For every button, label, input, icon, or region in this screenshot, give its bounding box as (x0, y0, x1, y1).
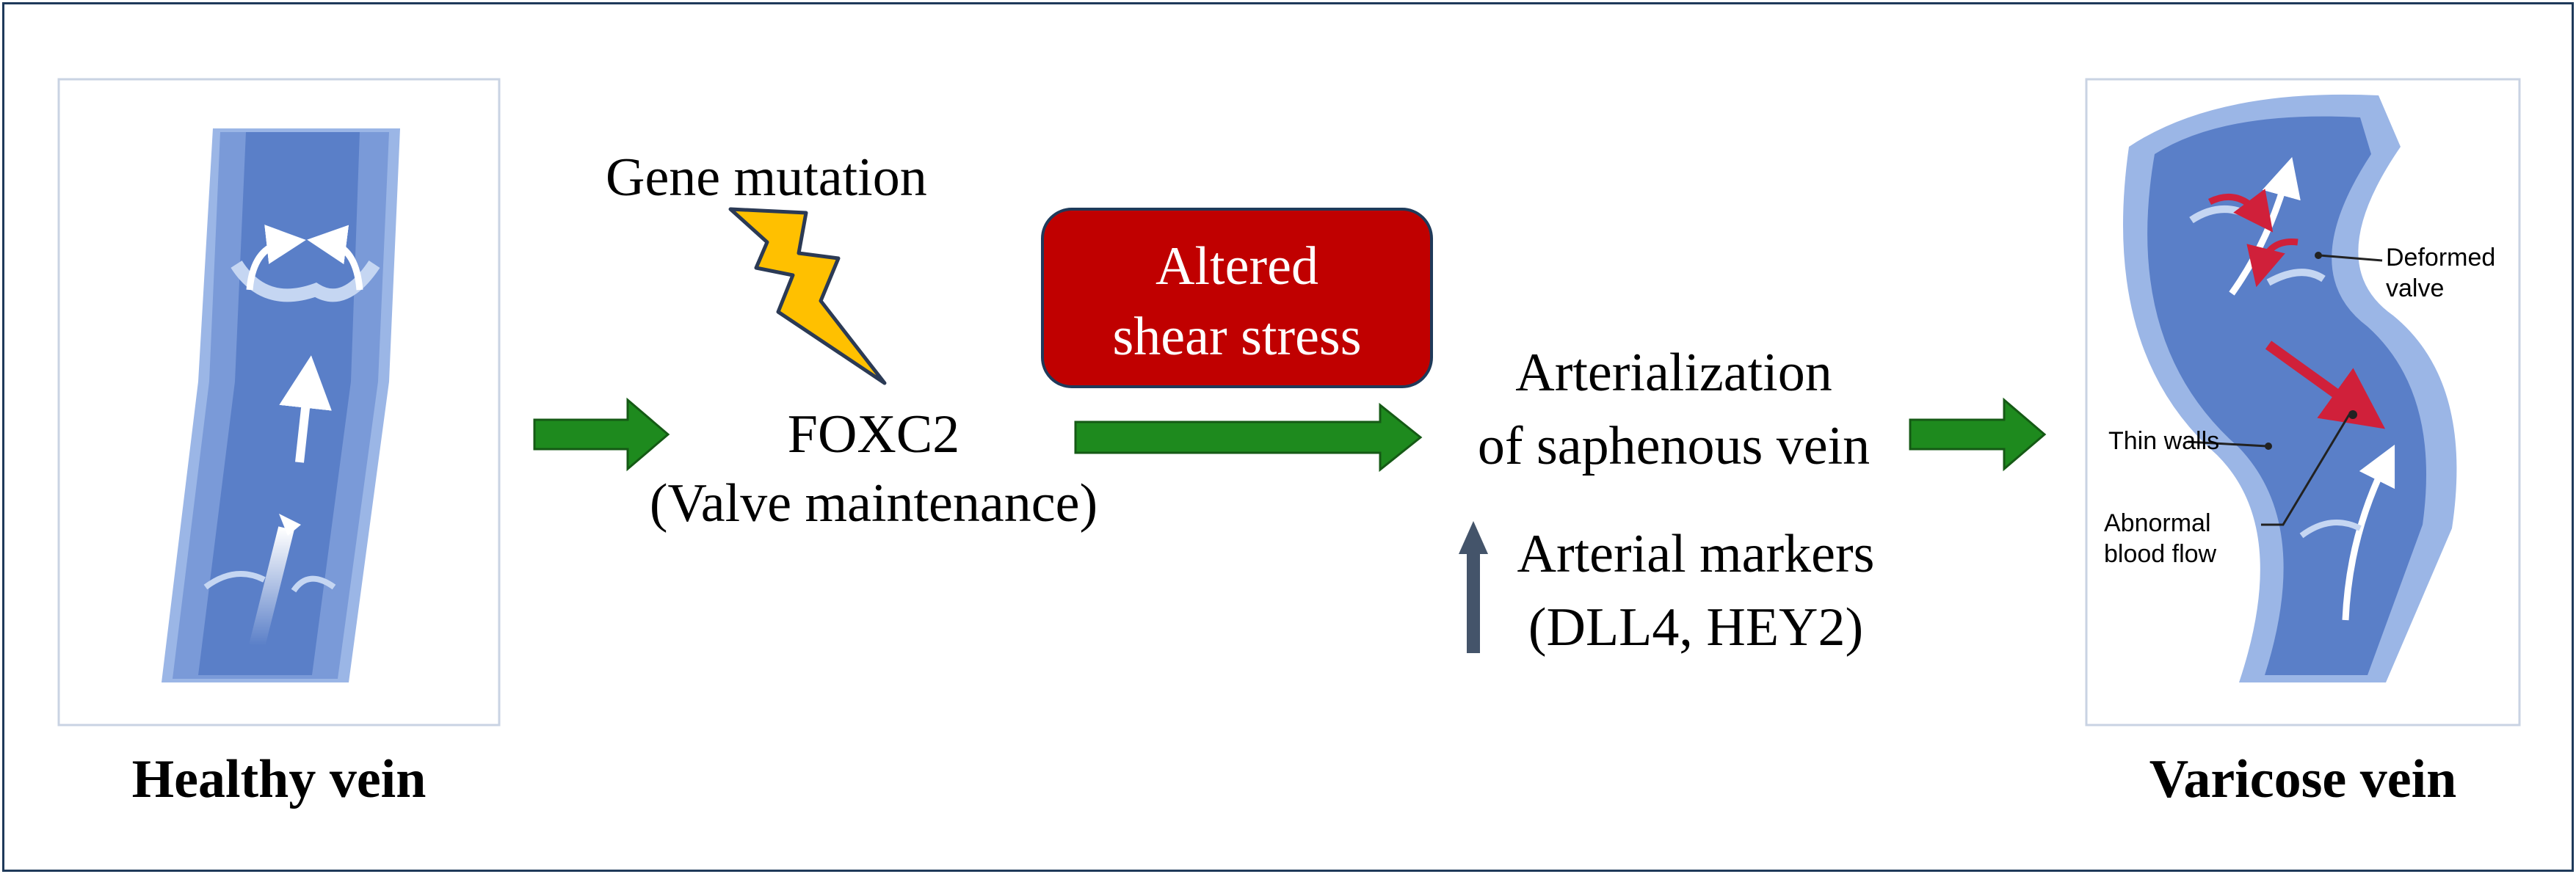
lower-valve-right (291, 575, 336, 593)
leader-abnormal-flow (2261, 414, 2351, 526)
lightning-icon (728, 207, 887, 385)
leader-dot-thin-walls (2265, 443, 2272, 450)
foxc2-line1: FOXC2 (787, 404, 960, 465)
arterialization-line1: Arterialization (1515, 343, 1832, 403)
green-arrow-1 (533, 397, 670, 472)
foxc2-line2: (Valve maintenance) (649, 473, 1098, 533)
abnormal-flow-arrow (2265, 341, 2386, 429)
arterial-markers-line2: (DLL4, HEY2) (1528, 597, 1864, 658)
varicose-vein-caption: Varicose vein (2149, 749, 2457, 809)
foxc2-label: FOXC2 (Valve maintenance) (617, 400, 1131, 538)
healthy-valve (231, 260, 380, 302)
leader-deformed-valve (2319, 254, 2383, 262)
arterialization-label: Arterialization of saphenous vein (1439, 336, 1909, 483)
shear-stress-label: Altered shear stress (1042, 231, 1432, 372)
shear-stress-line2: shear stress (1112, 307, 1362, 367)
valve-flow-arrow-right (307, 225, 363, 291)
shear-stress-line1: Altered (1155, 236, 1318, 296)
healthy-vein-caption: Healthy vein (131, 749, 427, 809)
thin-walls-label: Thin walls (2108, 427, 2220, 455)
arterialization-line2: of saphenous vein (1477, 416, 1871, 476)
reflux-arrow-lower (2246, 238, 2299, 288)
green-arrow-2 (1074, 402, 1423, 473)
healthy-vein-lumen (198, 132, 360, 675)
reflux-arrow-upper (2207, 189, 2274, 233)
lower-valve (2299, 520, 2362, 539)
healthy-vein-illustration (57, 78, 501, 726)
arterial-markers-label: Arterial markers (DLL4, HEY2) (1490, 517, 1901, 664)
arterial-markers-line1: Arterial markers (1517, 524, 1875, 584)
leader-dot-abnormal-flow (2348, 410, 2357, 419)
flow-arrow-top (2229, 156, 2301, 296)
up-arrow-icon (1459, 521, 1488, 653)
gene-mutation-label: Gene mutation (606, 148, 927, 208)
leader-dot-deformed-valve (2315, 252, 2322, 259)
leader-thin-walls (2187, 440, 2268, 448)
upward-flow-arrow-lower-head (279, 514, 301, 536)
flow-arrow-bottom (2342, 444, 2395, 621)
valve-flow-arrow-left (246, 225, 306, 291)
deformed-valve-label: Deformed valve (2386, 244, 2496, 302)
varicose-vein-illustration (2085, 78, 2521, 726)
green-arrow-3 (1909, 397, 2047, 472)
lower-valve-left (203, 571, 266, 590)
upward-flow-arrow-lower (249, 526, 294, 648)
shear-stress-box (1041, 208, 1433, 388)
abnormal-flow-label: Abnormal blood flow (2104, 509, 2217, 568)
upward-flow-arrow (279, 355, 332, 463)
